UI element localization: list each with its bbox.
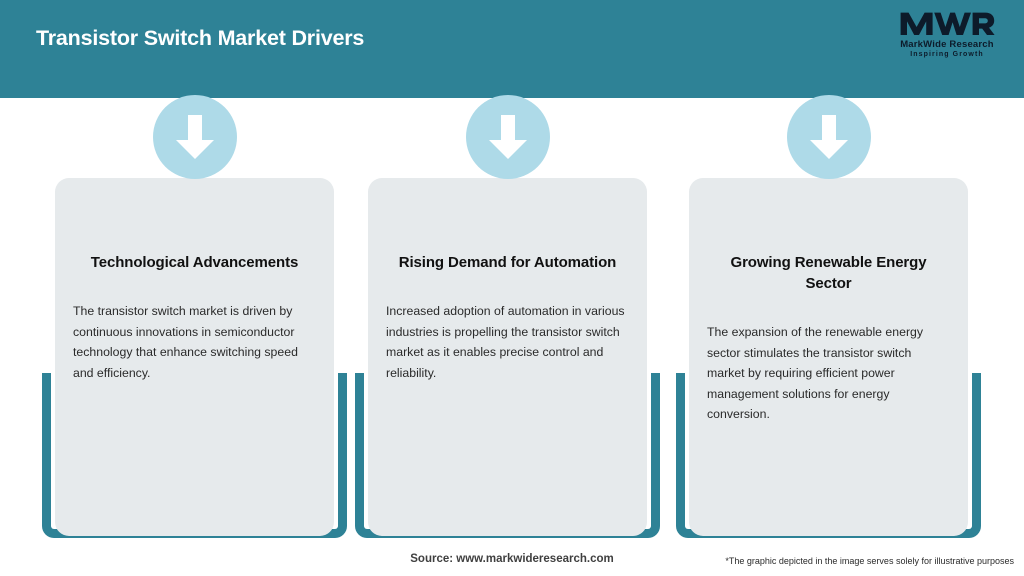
page-header: Transistor Switch Market Drivers MarkWid… [0,0,1024,98]
card-surface: Rising Demand for Automation Increased a… [368,95,647,536]
mwr-logo-icon [900,12,995,35]
logo-tagline: Inspiring Growth [910,51,984,58]
page-title: Transistor Switch Market Drivers [36,26,365,50]
driver-card-3: Growing Renewable Energy Sector The expa… [676,95,981,538]
card-title: Rising Demand for Automation [398,254,617,271]
down-arrow-icon [465,95,550,179]
brand-logo: MarkWide Research Inspiring Growth [888,8,1006,64]
card-body-text: The expansion of the renewable energy se… [707,325,924,421]
driver-card-1: Technological Advancements The transisto… [42,95,347,538]
disclaimer-note: *The graphic depicted in the image serve… [725,556,1014,566]
card-surface: Growing Renewable Energy Sector The expa… [689,95,968,536]
card-title: Growing Renewable Energy Sector [730,254,927,292]
logo-company-name: MarkWide Research [900,39,994,50]
card-body-text: The transistor switch market is driven b… [73,304,298,380]
source-label: Source: www.markwideresearch.com [410,553,614,565]
card-surface: Technological Advancements The transisto… [55,95,334,536]
card-body-text: Increased adoption of automation in vari… [386,304,625,380]
driver-card-2: Rising Demand for Automation Increased a… [355,95,660,538]
driver-cards-row: Technological Advancements The transisto… [0,95,1024,538]
down-arrow-icon [152,95,237,179]
down-arrow-icon [786,95,871,179]
card-title: Technological Advancements [90,254,299,271]
